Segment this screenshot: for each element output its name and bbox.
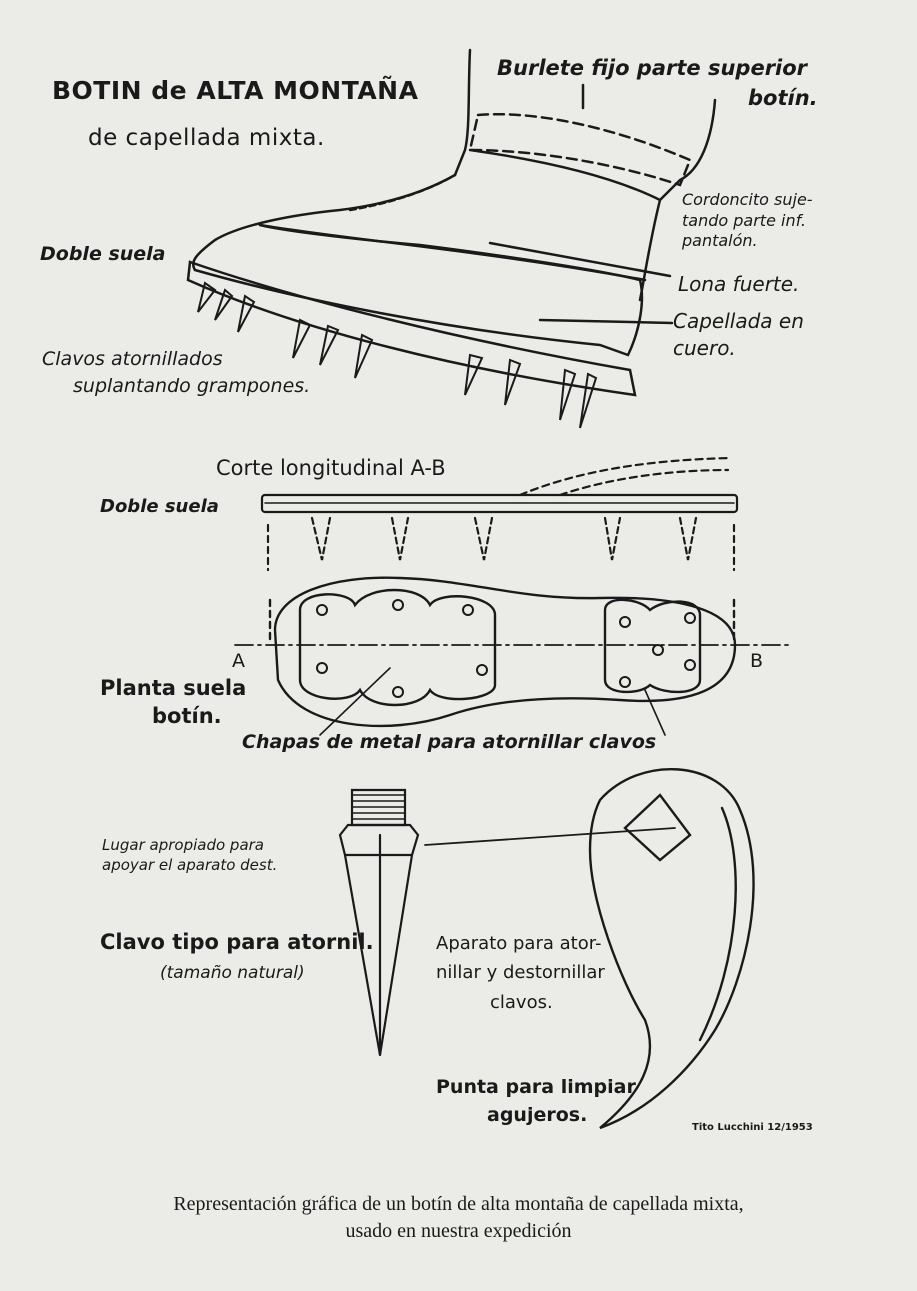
label-punta-1: Punta para limpiar: [436, 1076, 636, 1098]
label-lugar-2: apoyar el aparato dest.: [102, 856, 278, 874]
longitudinal-section: [260, 456, 739, 572]
label-capellada-2: cuero.: [673, 336, 736, 360]
label-cordoncito-2: tando parte inf.: [682, 211, 807, 230]
label-section-doble-suela: Doble suela: [100, 496, 219, 517]
label-cordoncito-1: Cordoncito suje-: [682, 190, 813, 209]
point-a: A: [232, 650, 245, 672]
label-lugar-1: Lugar apropiado para: [102, 836, 264, 854]
screw-holes: [316, 599, 696, 698]
caption-line-1: Representación gráfica de un botín de al…: [173, 1193, 744, 1215]
label-aparato-1: Aparato para ator-: [436, 933, 602, 954]
label-doble-suela: Doble suela: [40, 243, 166, 265]
sole-plan: [234, 576, 791, 736]
label-planta-2: botín.: [152, 704, 222, 728]
label-clavo-1: Clavo tipo para atornil.: [100, 930, 374, 954]
label-capellada-1: Capellada en: [673, 309, 804, 333]
label-burlete-1: Burlete fijo parte superior: [497, 56, 808, 80]
title-line-2: de capellada mixta.: [88, 125, 325, 151]
section-title: Corte longitudinal A-B: [216, 456, 446, 480]
label-chapas: Chapas de metal para atornillar clavos: [242, 731, 657, 753]
label-lona: Lona fuerte.: [678, 272, 800, 296]
label-clavos-2: suplantando grampones.: [73, 375, 311, 397]
artist-signature: Tito Lucchini 12/1953: [692, 1122, 813, 1133]
point-b: B: [750, 650, 764, 672]
label-cordoncito-3: pantalón.: [682, 231, 758, 250]
label-aparato-2: nillar y destornillar: [436, 962, 605, 983]
title-line-1: BOTIN de ALTA MONTAÑA: [52, 76, 419, 105]
label-planta-1: Planta suela: [100, 676, 247, 700]
label-clavos-1: Clavos atornillados: [42, 348, 223, 370]
label-burlete-2: botín.: [748, 86, 818, 110]
spike-icons: [197, 281, 598, 429]
label-punta-2: agujeros.: [487, 1104, 588, 1126]
label-clavo-2: (tamaño natural): [160, 963, 305, 983]
caption-line-2: usado en nuestra expedición: [345, 1220, 572, 1242]
boot-drawing: [186, 48, 717, 429]
tool-drawing: [424, 768, 755, 1130]
screw-nail: [338, 788, 420, 1057]
label-aparato-3: clavos.: [490, 992, 553, 1013]
